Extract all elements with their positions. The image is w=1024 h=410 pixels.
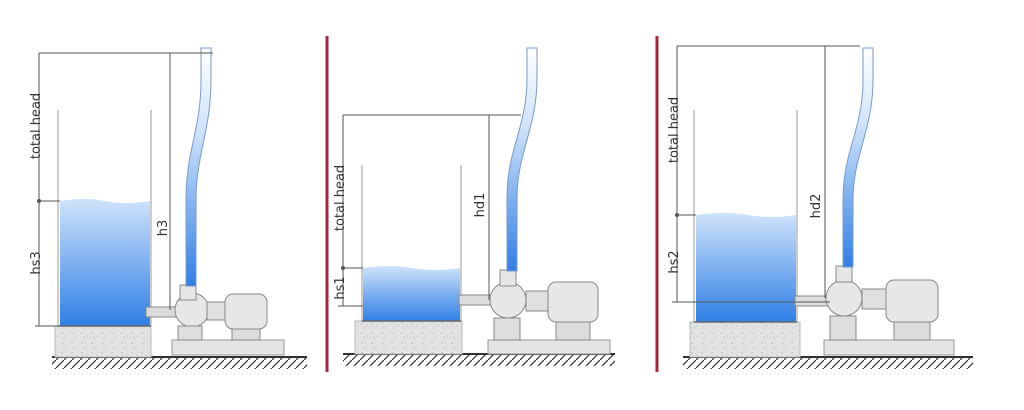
pump-icon xyxy=(823,265,955,356)
discharge-pipe xyxy=(185,47,212,287)
pipe-head-label: hd2 xyxy=(809,194,824,219)
static-head-label: hs3 xyxy=(29,251,44,274)
pump-icon xyxy=(171,284,285,356)
pipe-head-label: hd1 xyxy=(473,193,488,218)
total-head-label: total head xyxy=(29,93,44,159)
pipe-head-label: h3 xyxy=(156,220,171,237)
tank-base xyxy=(54,325,152,358)
panel-3: total head hs2 hd2 xyxy=(667,45,973,369)
tank-icon xyxy=(693,110,798,323)
tank-base xyxy=(354,320,463,355)
motor-icon xyxy=(224,293,268,341)
ground-hatch-icon xyxy=(683,356,973,369)
static-head-label: hs2 xyxy=(667,250,682,273)
total-head-label: total head xyxy=(667,97,682,163)
panel-2: total head hs1 hd1 xyxy=(333,47,615,366)
motor-icon xyxy=(885,279,939,341)
pump-icon xyxy=(487,269,611,355)
ground-hatch-icon xyxy=(343,353,615,366)
panel-1: total head hs3 h3 xyxy=(29,47,307,369)
tank-icon xyxy=(361,165,462,322)
motor-icon xyxy=(547,281,599,341)
discharge-pipe xyxy=(506,47,538,272)
ground-hatch-icon xyxy=(52,356,307,369)
static-head-label: hs1 xyxy=(333,276,348,299)
suction-pipe xyxy=(145,306,179,318)
discharge-pipe xyxy=(842,47,874,268)
tank-icon xyxy=(57,110,152,327)
tank-base xyxy=(689,321,801,358)
total-head-label: total head xyxy=(333,165,348,231)
